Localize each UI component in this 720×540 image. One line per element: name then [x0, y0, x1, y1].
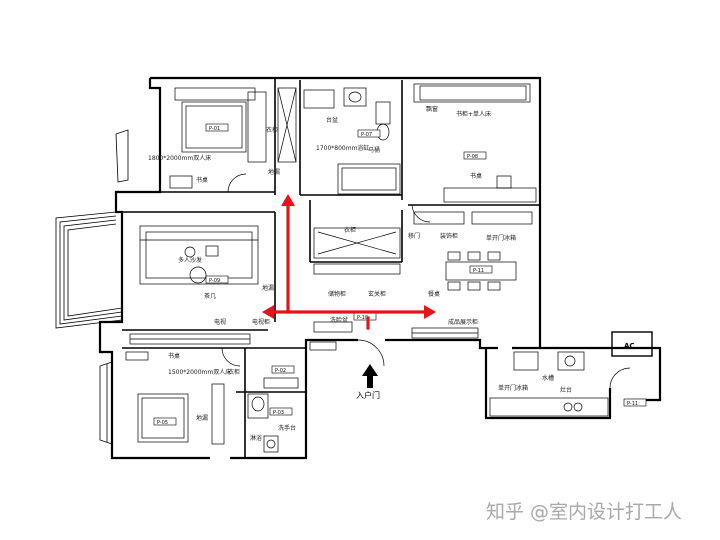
- entry: 入户门: [309, 339, 385, 400]
- dining: [411, 211, 533, 339]
- bed-label-a: 1800*2000mm双人床: [148, 154, 211, 162]
- entry-arrow-icon: [362, 364, 378, 388]
- hall: [313, 227, 401, 333]
- kitchen: [489, 331, 653, 417]
- storage-label: 储物柜: [328, 290, 346, 298]
- wardrobe-label-a: 衣柜: [266, 126, 278, 134]
- arrow-left-icon: [262, 305, 274, 319]
- hall-labels: 衣柜 储物柜 玄关柜 洗脸盆 P-10: [328, 226, 386, 324]
- sofa-label: 多人沙发: [178, 256, 202, 264]
- bedroom-b: [411, 83, 537, 223]
- tv-label: 电视: [214, 318, 226, 326]
- bath-c-labels: P-02 P-03 洗手台 淋浴: [250, 365, 296, 442]
- room-tag-p02: P-02: [275, 368, 286, 374]
- tv-cabinet-label: 电视柜: [252, 318, 270, 326]
- arrow-right-icon: [424, 305, 436, 319]
- drain-label-c: 地漏: [196, 414, 208, 422]
- sink-label: 水槽: [542, 374, 554, 382]
- bath-c: [247, 377, 299, 453]
- wardrobe-label-c: 衣柜: [228, 368, 240, 376]
- living-labels: P-09 多人沙发 茶几 电视 电视柜 地漏: [178, 256, 274, 326]
- desk-label-c: 书桌: [168, 352, 180, 360]
- counter-label: 灶台: [560, 386, 572, 394]
- bench-label: 飘窗: [426, 105, 438, 113]
- shower-label: 淋浴: [250, 434, 262, 442]
- tea-table-label: 茶几: [204, 292, 216, 300]
- shoe-label: 玄关柜: [368, 290, 386, 298]
- arrow-up-icon: [281, 194, 295, 206]
- bedroom-c-labels: P-05 书桌 1500*2000mm双人床 衣柜 地漏: [153, 352, 240, 426]
- bedroom-b-labels: P-08 飘窗 书柜+单人床 书桌: [426, 105, 491, 180]
- ac-label: AC: [624, 342, 635, 350]
- room-tag-p08: P-08: [467, 154, 478, 160]
- dining-fridge-label: 单开门冰箱: [486, 234, 516, 242]
- room-tag-p09: P-09: [209, 278, 220, 284]
- room-tag-p10: P-10: [357, 315, 368, 321]
- right-desk-label: 书桌: [470, 172, 482, 180]
- kitchen-labels: 单开门冰箱 水槽 灶台 AC P-11: [498, 342, 647, 407]
- room-tag-p01: P-01: [209, 126, 220, 132]
- balcony-frame: [55, 129, 129, 445]
- display-label: 成品展示柜: [448, 318, 478, 326]
- glass-door-label: 移门: [408, 232, 420, 240]
- toilet-label: 马桶: [368, 146, 380, 154]
- room-tag-p05: P-05: [157, 420, 168, 426]
- drain-label-living: 地漏: [262, 284, 274, 292]
- living-room: [129, 225, 259, 345]
- kitchen-fridge-label: 单开门冰箱: [498, 384, 528, 392]
- bedroom-c: [125, 347, 241, 445]
- room-tag-p07: P-07: [361, 132, 372, 138]
- entry-label: 入户门: [356, 390, 380, 400]
- bed-label-c: 1500*2000mm双人床: [168, 368, 231, 376]
- room-tag-p11-b: P-11: [627, 401, 638, 407]
- drain-label-a: 地漏: [268, 168, 280, 176]
- interior-walls: [122, 78, 540, 458]
- desk-label-a: 书桌: [196, 176, 208, 184]
- wardrobe-main-label: 衣柜: [344, 226, 356, 234]
- wash-stand-label: 洗脸盆: [330, 316, 348, 324]
- room-tag-p03: P-03: [273, 410, 284, 416]
- dining-table-label: 餐桌: [428, 290, 440, 298]
- dining-labels: P-11 移门 装饰柜 单开门冰箱 餐桌 成品展示柜: [408, 232, 516, 326]
- bedroom-a-labels: P-01 1800*2000mm双人床 书桌 衣柜 地漏: [148, 123, 280, 184]
- bar-label: 装饰柜: [440, 232, 458, 240]
- watermark: 知乎 @室内设计打工人: [486, 501, 682, 523]
- tub-label: 1700*800mm浴缸: [316, 144, 369, 152]
- room-tag-p11: P-11: [473, 268, 484, 274]
- circulation-arrows: [266, 200, 430, 330]
- outer-walls: [98, 76, 662, 460]
- bedroom-a: [169, 87, 297, 193]
- master-bath-labels: P-07 1700*800mm浴缸 台盆 马桶: [316, 116, 381, 154]
- bath-top-label: 台盆: [326, 116, 338, 124]
- vanity-c-label: 洗手台: [278, 424, 296, 432]
- right-bed-label: 书柜+单人床: [456, 110, 491, 118]
- arrow-heads: [262, 194, 436, 319]
- master-bath: [303, 87, 401, 195]
